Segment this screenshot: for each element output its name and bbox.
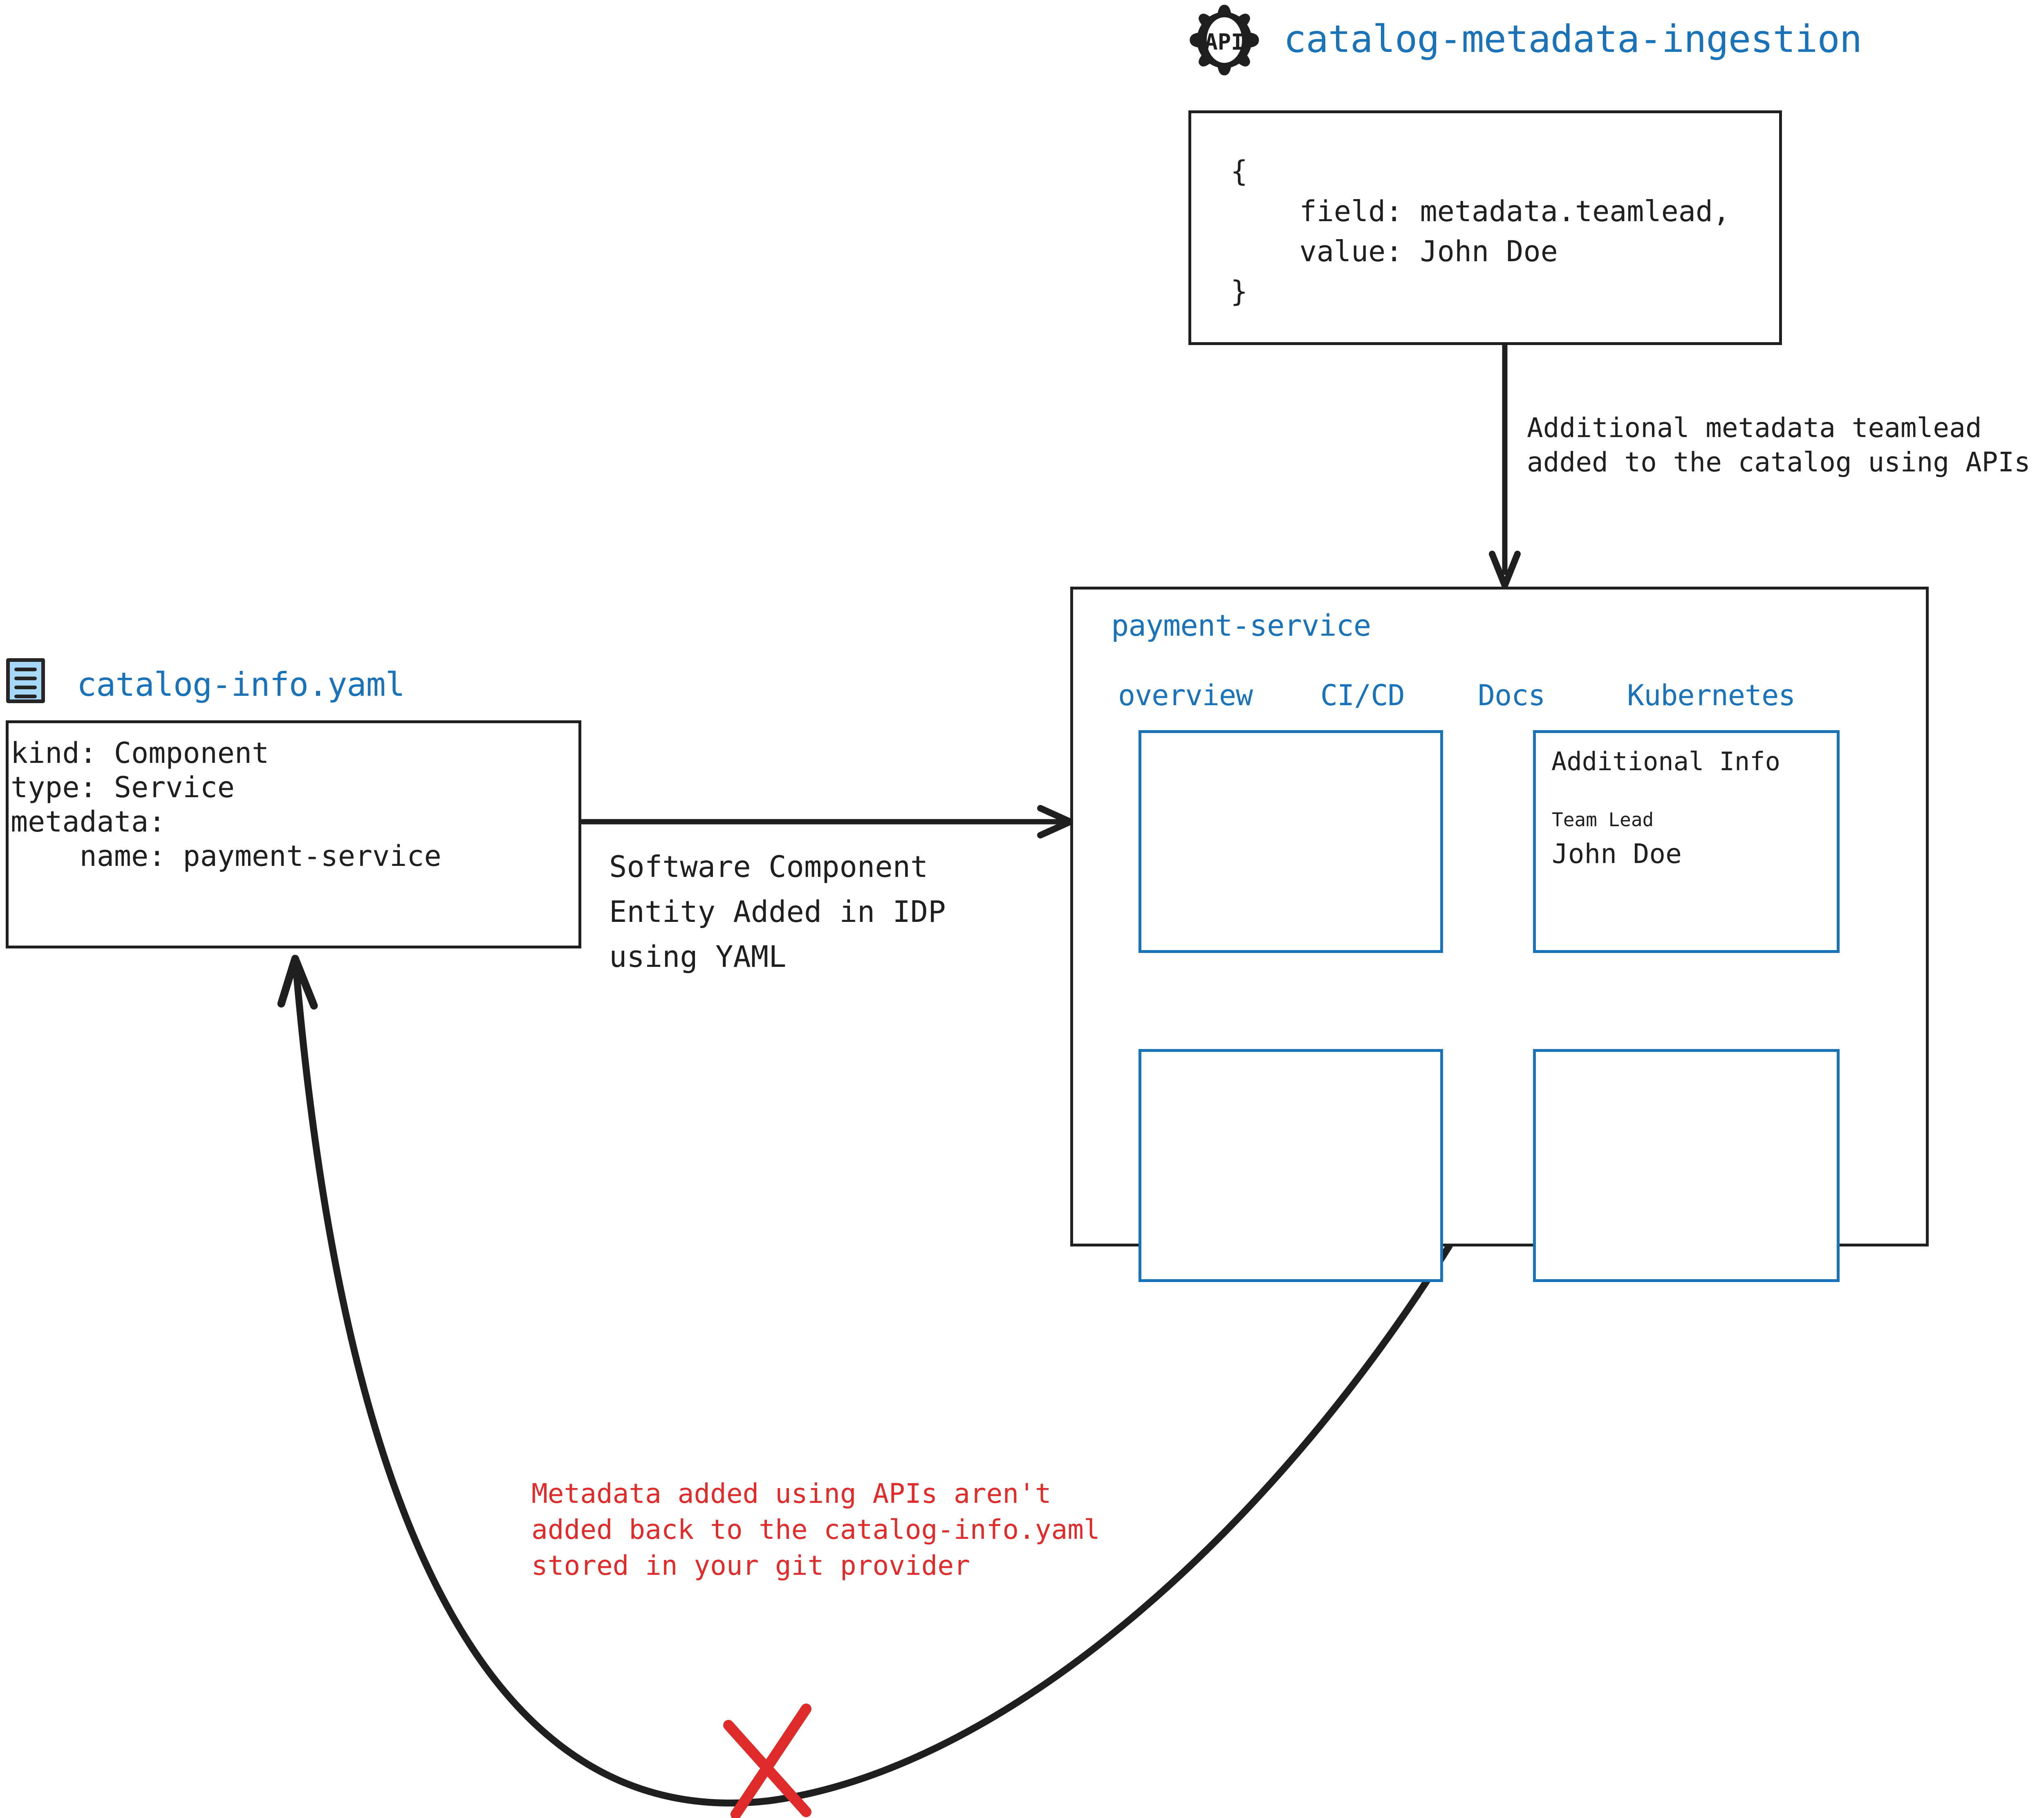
bottom-left-card bbox=[1139, 1049, 1443, 1282]
bottom-right-card bbox=[1533, 1049, 1840, 1282]
tab-docs[interactable]: Docs bbox=[1478, 679, 1546, 712]
api-payload-box bbox=[1188, 110, 1782, 345]
team-lead-label: Team Lead bbox=[1552, 809, 1654, 831]
api-to-panel-arrow bbox=[1489, 343, 1521, 589]
yaml-to-panel-arrow bbox=[580, 805, 1074, 838]
tab-kubernetes[interactable]: Kubernetes bbox=[1627, 679, 1795, 712]
service-panel-title: payment-service bbox=[1111, 608, 1371, 643]
yaml-file-icon bbox=[6, 658, 45, 703]
api-payload-code: { field: metadata.teamlead, value: John … bbox=[1230, 155, 1730, 308]
warning-note: Metadata added using APIs aren't added b… bbox=[531, 1478, 1100, 1581]
yaml-source-title: catalog-info.yaml bbox=[77, 666, 405, 704]
tab-cicd[interactable]: CI/CD bbox=[1320, 679, 1405, 712]
yaml-content-code: kind: Component type: Service metadata: … bbox=[11, 736, 442, 873]
additional-info-heading: Additional Info bbox=[1551, 746, 1780, 776]
red-x-icon bbox=[723, 1704, 811, 1818]
additional-info-card bbox=[1533, 730, 1840, 953]
api-arrow-label: Additional metadata teamlead added to th… bbox=[1527, 412, 2031, 478]
service-panel-tabs: overview CI/CD Docs Kubernetes bbox=[1118, 679, 1895, 715]
tab-overview[interactable]: overview bbox=[1118, 679, 1253, 712]
overview-card bbox=[1139, 730, 1443, 953]
yaml-content-box bbox=[6, 720, 581, 948]
api-gear-icon: API bbox=[1190, 4, 1259, 76]
yaml-arrow-label: Software Component Entity Added in IDP u… bbox=[609, 850, 946, 974]
api-source-title: catalog-metadata-ingestion bbox=[1284, 17, 1862, 61]
svg-text:API: API bbox=[1204, 29, 1244, 55]
team-lead-value: John Doe bbox=[1552, 838, 1682, 870]
